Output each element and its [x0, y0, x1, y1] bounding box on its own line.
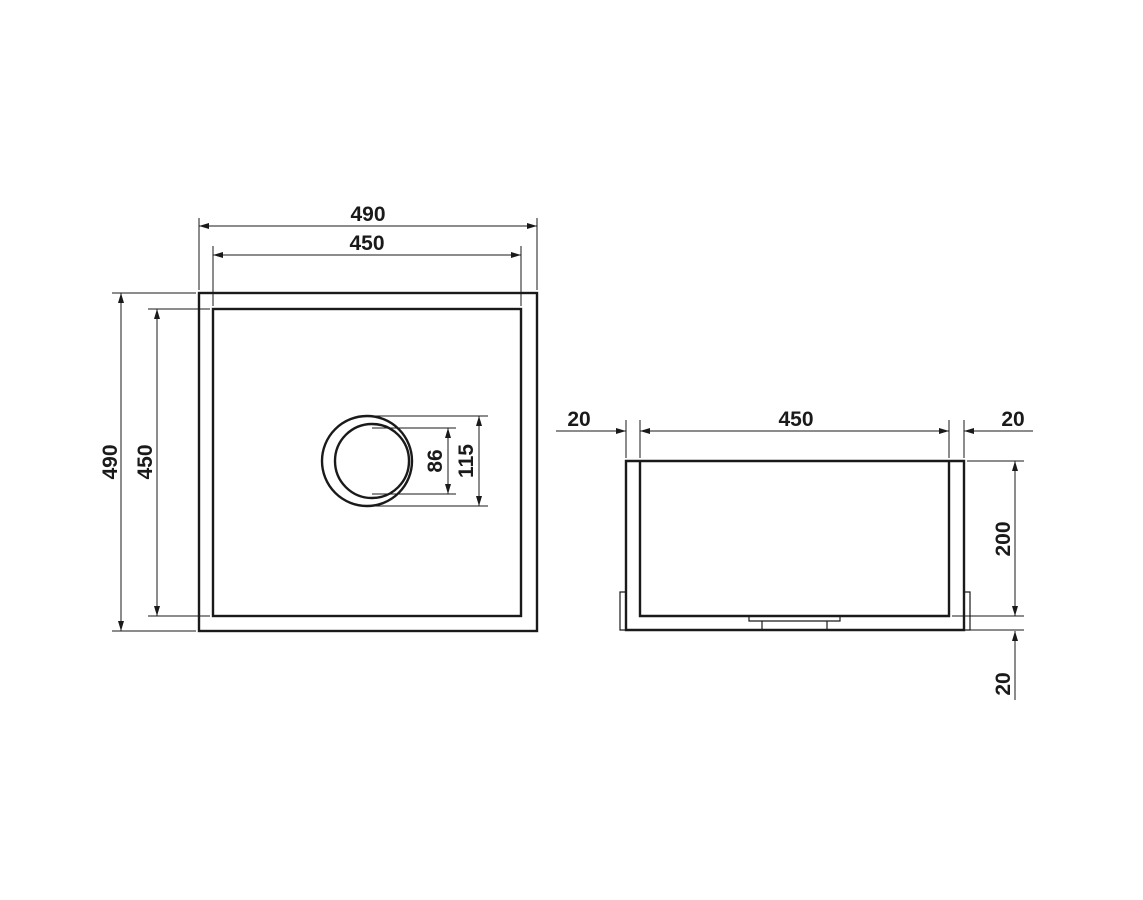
- top-view: 490 450 490 450 86: [99, 203, 539, 633]
- dim-label-drain-outer: 115: [455, 444, 478, 478]
- dim-label-wall-right: 20: [1001, 408, 1024, 431]
- dimension-inner-width: 450: [212, 232, 522, 306]
- dimension-depth: 200: [952, 460, 1024, 617]
- dim-label-wall-left: 20: [567, 408, 590, 431]
- drain-inner-circle: [333, 422, 411, 500]
- dimension-outer-width: 490: [198, 203, 538, 290]
- side-view-left-foot: [619, 591, 626, 631]
- dimension-bottom: 20: [967, 629, 1024, 700]
- dim-label-outer-width: 490: [350, 203, 385, 226]
- dim-label-outer-height: 490: [99, 444, 122, 479]
- dim-label-drain-inner: 86: [424, 449, 447, 472]
- dim-label-bottom: 20: [992, 672, 1015, 695]
- dimension-wall-right: 20: [963, 408, 1033, 458]
- dimension-drain-outer: 115: [367, 415, 488, 507]
- dim-label-inner-width: 450: [349, 232, 384, 255]
- side-view: 20 450 20 200 20: [556, 408, 1033, 700]
- dim-label-depth: 200: [992, 521, 1015, 556]
- top-view-outer-rim: [197, 291, 539, 633]
- dim-label-inner-height: 450: [134, 444, 157, 479]
- dimension-inner-height: 450: [134, 308, 210, 617]
- side-view-inner-bowl: [638, 461, 951, 618]
- dimension-drain-inner: 86: [372, 427, 456, 495]
- side-view-drain: [748, 616, 841, 630]
- top-view-inner-bowl: [211, 307, 523, 618]
- dimension-side-inner-width: 450: [639, 408, 950, 458]
- dimension-wall-left: 20: [556, 408, 627, 458]
- dim-label-side-inner-width: 450: [778, 408, 813, 431]
- side-view-outer-body: [624, 459, 966, 632]
- dimension-outer-height: 490: [99, 292, 196, 632]
